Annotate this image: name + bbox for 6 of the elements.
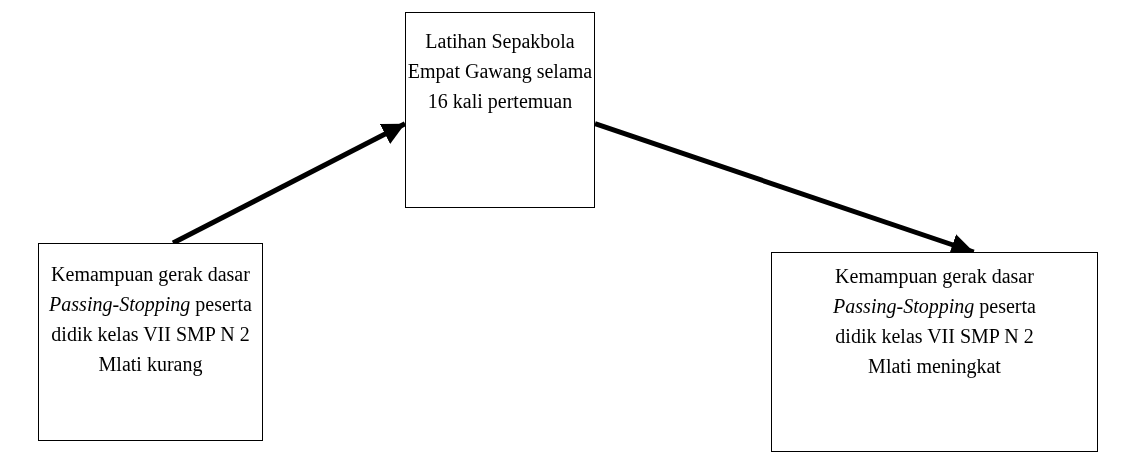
process-box xyxy=(38,243,263,441)
process-box xyxy=(771,252,1098,452)
process-box xyxy=(405,12,595,208)
box-text: Latihan Sepakbola Empat Gawang selama 16 kali pertemuan xyxy=(407,29,593,115)
box-text: Kemampuan gerak dasar Passing-Stopping peserta didik kelas VII SMP N 2 Mlati meningkat xyxy=(832,264,1037,380)
box-text: Kemampuan gerak dasar Passing-Stopping peserta didik kelas VII SMP N 2 Mlati kurang xyxy=(49,262,252,378)
